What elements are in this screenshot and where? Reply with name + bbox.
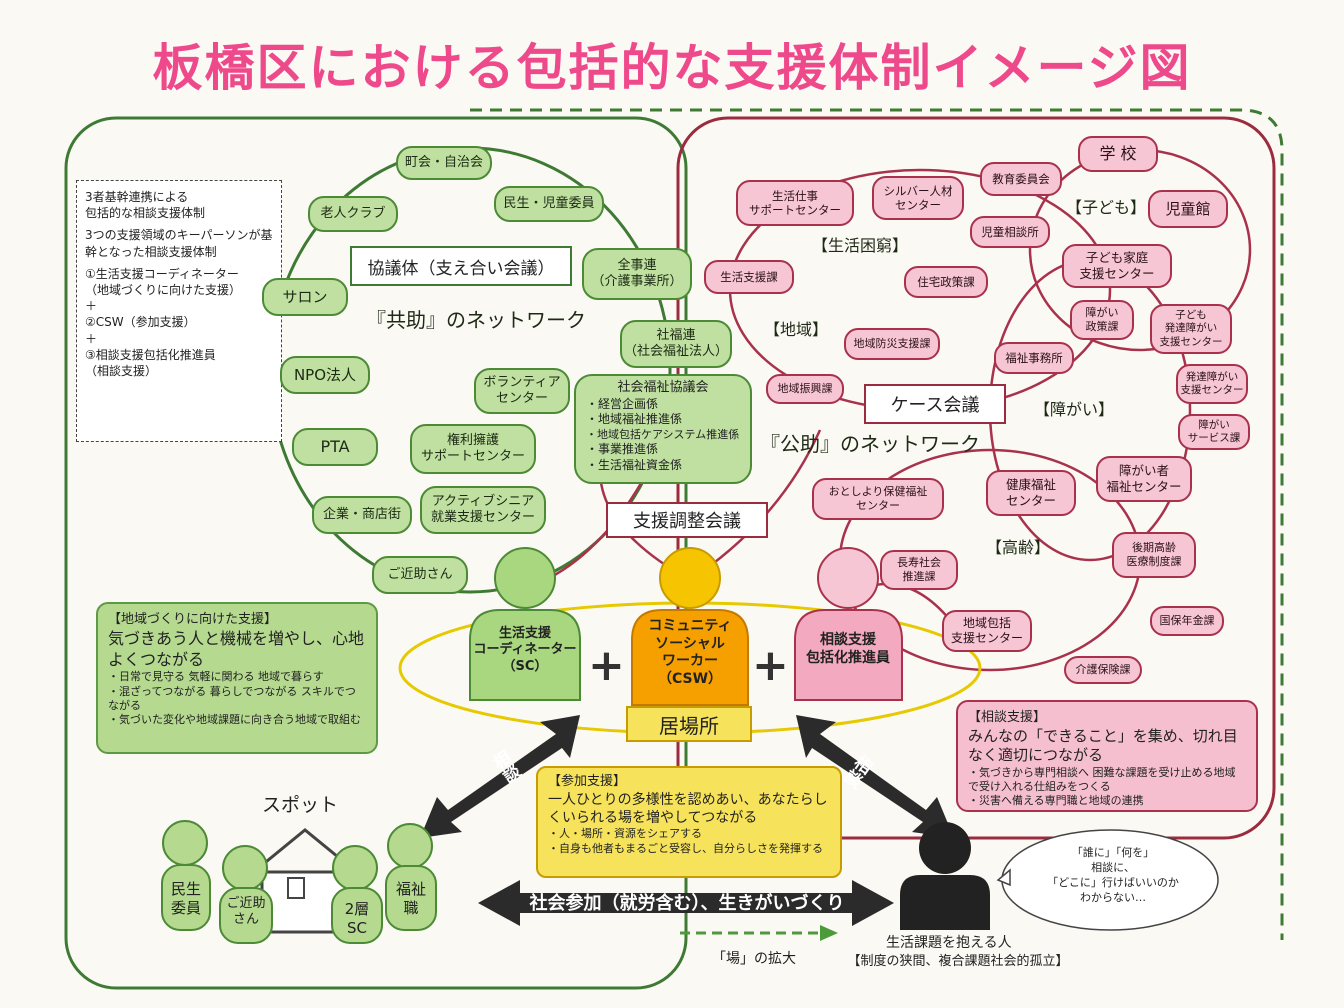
chiiki-zukuri-box: 【地域づくりに向けた支援】 気づきあう人と機械を増やし、心地よくつながる ・日常…: [96, 602, 378, 754]
node-otoshiyori: おとしより保健福祉 センター: [812, 478, 944, 520]
node-kodomo-katei: 子ども家庭 支援センター: [1062, 244, 1172, 288]
node-kaigo-hoken: 介護保険課: [1064, 656, 1142, 684]
shakyo-item: ・経営企画係: [586, 396, 659, 411]
label-shogai: 【障がい】: [1034, 400, 1115, 419]
csw-person-shape: [631, 547, 749, 706]
left-note-line2: 3つの支援領域のキーパーソンが基幹となった相談支援体制: [85, 228, 273, 259]
left-note-line1: 3者基幹連携による 包括的な相談支援体制: [85, 190, 206, 221]
sanka-box-title: 【参加支援】: [548, 774, 627, 789]
node-shakyo: 社会福祉協議会 ・経営企画係 ・地域福祉推進係 ・地域包括ケアシステム推進係 ・…: [574, 374, 752, 484]
node-shafukuren: 社福連 （社会福祉法人）: [620, 320, 732, 368]
sanka-box-sub: ・人・場所・資源をシェアする: [548, 827, 702, 841]
node-chiiki-shinko: 地域振興課: [766, 374, 844, 404]
soudan-box-sub: ・災害へ備える専門職と地域の連携: [968, 794, 1144, 808]
sanka-box-sub: ・自身も他者もまるごと受容し、自分らしさを発揮する: [548, 841, 823, 855]
spot-label: スポット: [262, 794, 339, 816]
sc-person-label: 生活支援 コーディネーター （SC）: [473, 626, 577, 674]
node-shogaisha-fukushi: 障がい者 福祉センター: [1096, 456, 1192, 502]
client-sub-label: 【制度の狭間、複合課題社会的孤立】: [847, 954, 1069, 969]
node-fukushi-jimusho: 福祉事務所: [994, 342, 1074, 374]
page-title: 板橋区における包括的な支援体制イメージ図: [152, 39, 1192, 97]
kyogitai-box: 協議体（支え合い会議）: [350, 246, 572, 286]
node-seikatsu-shien: 生活支援課: [704, 260, 794, 294]
node-zenjiren: 全事連 （介護事業所）: [582, 248, 692, 300]
node-chiiki-hokatsu: 地域包括 支援センター: [942, 610, 1032, 652]
node-salon: サロン: [262, 278, 348, 316]
node-volunteer: ボランティア センター: [474, 368, 570, 414]
shakyo-item: ・事業推進係: [586, 442, 659, 457]
soudan-arrow-left: [420, 715, 580, 838]
speech-text: 「誰に」「何を」 相談に、 「どこに」行けばいいのか わからない…: [1047, 846, 1179, 904]
soudan-person-shape: [794, 547, 903, 701]
plus-icon: +: [588, 640, 625, 691]
shakyo-item: ・地域包括ケアシステム推進係: [586, 428, 740, 442]
label-kodomo: 【子ども】: [1066, 198, 1147, 217]
node-chiiki-bosai: 地域防災支援課: [844, 328, 940, 360]
node-gakko: 学 校: [1078, 136, 1158, 172]
ibasho-box: 居場所: [626, 706, 752, 742]
dashed-frame: [470, 108, 1284, 940]
shakai-sanka-arrow: [478, 880, 894, 926]
client-person-shape: [900, 822, 990, 930]
shakyo-title: 社会福祉協議会: [617, 380, 709, 395]
left-note-line3: ①生活支援コーディネーター （地域づくりに向けた支援） ＋ ②CSW（参加支援）…: [85, 266, 242, 378]
spot-person-minsei: 民生 委員: [170, 880, 201, 917]
node-shogai-service: 障がい サービス課: [1178, 414, 1250, 450]
label-chiiki: 【地域】: [764, 320, 829, 339]
soudan-box-title: 【相談支援】: [968, 710, 1047, 725]
node-pta: PTA: [292, 428, 378, 466]
node-kenri-yogo: 権利擁護 サポートセンター: [410, 424, 536, 474]
left-note: 3者基幹連携による 包括的な相談支援体制 3つの支援領域のキーパーソンが基幹とな…: [76, 180, 282, 442]
shakyo-item: ・生活福祉資金係: [586, 457, 683, 472]
ba-kakudai-label: 「場」の拡大: [712, 951, 796, 967]
kojo-network-label: 『公助』のネットワーク: [760, 432, 980, 456]
node-shogai-seisaku: 障がい 政策課: [1070, 300, 1134, 340]
soudan-box-sub: ・気づきから専門相談へ 困難な課題を受け止める地域で受け入れる仕組みをつくる: [968, 765, 1236, 794]
node-hattatsu-shien: 発達障がい 支援センター: [1176, 364, 1248, 404]
soudan-arrow-right: [796, 715, 954, 838]
sanka-box-main: 一人ひとりの多様性を認めあい、あなたらしくいられる場を増やしてつながる: [548, 791, 828, 827]
node-kenko-fukushi: 健康福祉 センター: [986, 470, 1076, 516]
node-minsei: 民生・児童委員: [494, 186, 604, 222]
soudan-shien-box: 【相談支援】 みんなの「できること」を集め、切れ目なく適切につながる ・気づきか…: [956, 700, 1258, 812]
shien-chosei-box: 支援調整会議: [606, 502, 768, 538]
node-seikatsu-shigoto: 生活仕事 サポートセンター: [736, 180, 854, 226]
kyojo-network-label: 『共助』のネットワーク: [366, 308, 586, 332]
shakyo-item: ・地域福祉推進係: [586, 412, 683, 427]
spot-person-2so-sc: 2層 SC: [344, 900, 370, 937]
node-silver: シルバー人材 センター: [872, 176, 964, 220]
node-rojin-club: 老人クラブ: [308, 196, 398, 232]
node-choju: 長寿社会 推進課: [880, 550, 958, 590]
chiiki-box-sub: ・日常で見守る 気軽に関わる 地域で暮らす: [108, 670, 324, 684]
spot-person-fukushi: 福祉 職: [395, 880, 426, 917]
node-chokai: 町会・自治会: [396, 146, 492, 180]
node-npo: NPO法人: [280, 356, 370, 394]
sc-person-shape: [469, 547, 581, 701]
chiiki-box-title: 【地域づくりに向けた支援】: [108, 612, 278, 627]
node-kyoiku-iinkai: 教育委員会: [980, 162, 1062, 196]
label-korei: 【高齢】: [986, 538, 1051, 557]
sanka-shien-box: 【参加支援】 一人ひとりの多様性を認めあい、あなたらしくいられる場を増やしてつな…: [536, 766, 842, 878]
node-kigyo: 企業・商店街: [312, 496, 412, 534]
node-active-senior: アクティブシニア 就業支援センター: [420, 486, 546, 534]
node-jidokan: 児童館: [1148, 190, 1228, 228]
spot-person-gokinjo: ご近助 さん: [226, 896, 266, 928]
node-koki-korei: 後期高齢 医療制度課: [1112, 532, 1196, 578]
client-label: 生活課題を抱える人: [886, 935, 1012, 951]
chiiki-box-sub: ・混ざってつながる 暮らしでつながる スキルでつながる: [108, 684, 356, 713]
label-seikatsu-konkyu: 【生活困窮】: [812, 236, 909, 255]
node-jido-sodanjo: 児童相談所: [970, 216, 1050, 248]
soudan-person-label: 相談支援 包括化推進員: [806, 632, 890, 666]
chiiki-box-main: 気づきあう人と機械を増やし、心地よくつながる: [108, 628, 365, 669]
csw-person-label: コミュニティ ソーシャル ワーカー （CSW）: [648, 618, 732, 687]
node-gokinjo: ご近助さん: [372, 556, 468, 594]
node-kokuho: 国保年金課: [1150, 606, 1224, 636]
chiiki-box-sub: ・気づいた変化や地域課題に向き合う地域で取組む: [108, 713, 361, 727]
shakai-sanka-label: 社会参加（就労含む）、生きがいづくり: [529, 893, 845, 914]
plus-icon: +: [752, 640, 789, 691]
soudan-box-main: みんなの「できること」を集め、切れ目なく適切につながる: [968, 726, 1238, 765]
node-jutaku: 住宅政策課: [904, 266, 988, 298]
node-kodomo-hattatsu: 子ども 発達障がい 支援センター: [1150, 304, 1232, 354]
case-meeting-box: ケース会議: [864, 384, 1006, 424]
